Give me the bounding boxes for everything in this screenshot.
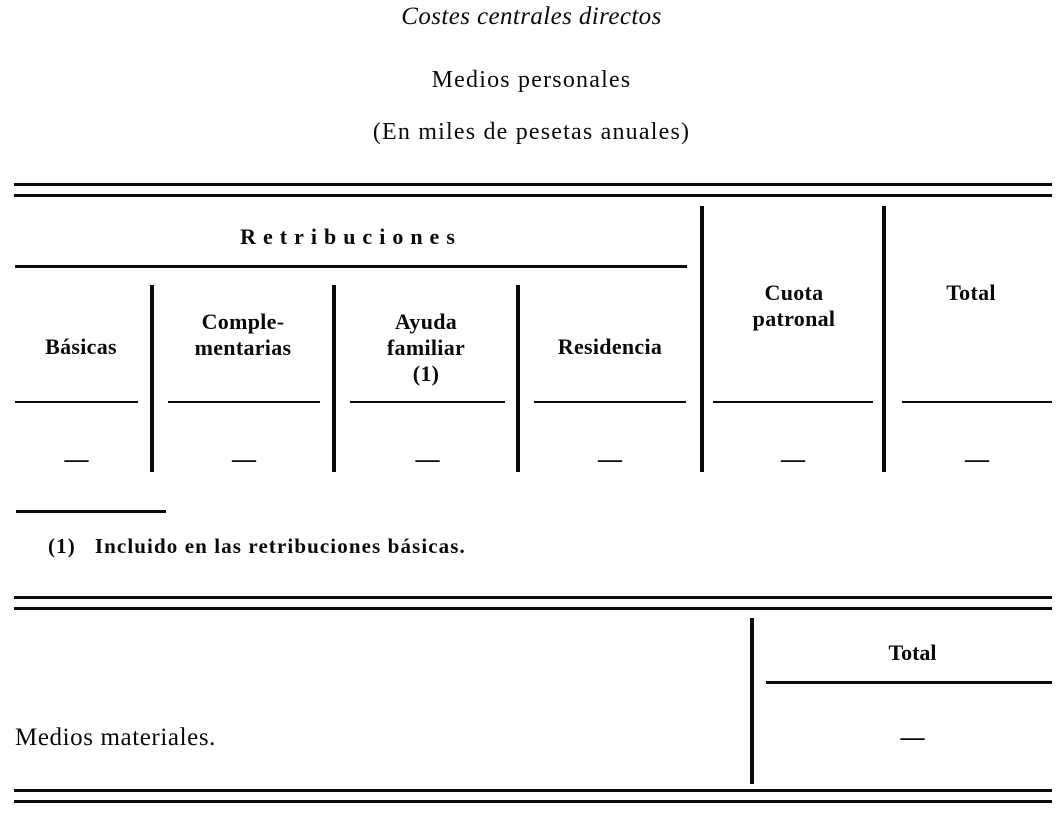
header-underline-cuota-patronal [713, 401, 873, 403]
header-underline-total [902, 401, 1052, 403]
material-cell-total: — [900, 725, 925, 751]
column-divider-3 [516, 285, 520, 472]
section-subtitle: Medios personales [431, 67, 632, 93]
cell-ayuda-familiar: — [415, 447, 440, 473]
header-underline-complementarias [168, 401, 320, 403]
column-header-basicas: Básicas [15, 334, 147, 360]
cell-basicas: — [64, 447, 89, 473]
material-row-label: Medios materiales. [15, 724, 217, 751]
column-header-residencia-label: Residencia [557, 334, 663, 359]
material-top-rule-outer [14, 596, 1052, 599]
column-divider-1 [150, 285, 154, 472]
column-header-complementarias-label: Comple- [201, 309, 285, 334]
cell-complementarias: — [232, 447, 256, 473]
table-medios-personales: Retribuciones Básicas Comple- mentarias … [14, 183, 1052, 559]
retribuciones-span-rule [15, 265, 687, 268]
material-bottom-rule-outer [14, 789, 1052, 792]
cell-residencia: — [598, 447, 622, 473]
column-divider-5 [882, 206, 886, 472]
footnote-1: (1) Incluido en las retribuciones básica… [48, 534, 466, 559]
column-header-cuota-patronal-label2: patronal [752, 306, 836, 331]
footnote-marker: (1) [48, 534, 76, 558]
header-underline-ayuda-familiar [350, 401, 505, 403]
units-note: (En miles de pesetas anuales) [372, 119, 691, 145]
table-row: — [350, 448, 505, 472]
cell-total: — [965, 447, 989, 473]
column-header-cuota-patronal-label: Cuota [764, 280, 824, 305]
column-header-complementarias-label2: mentarias [194, 335, 292, 360]
footnote-text: Incluido en las retribuciones básicas. [94, 534, 466, 558]
table-row: — [534, 448, 686, 472]
column-divider-2 [332, 285, 336, 472]
column-header-residencia: Residencia [524, 334, 696, 360]
header-underline-residencia [534, 401, 686, 403]
material-column-divider [750, 618, 754, 784]
material-column-header-total: Total [888, 640, 937, 665]
column-header-ayuda-familiar: Ayuda familiar (1) [340, 309, 512, 387]
material-header-underline-total [766, 681, 1052, 684]
document-header: Costes centrales directos Medios persona… [0, 0, 1063, 147]
table-top-rule-outer [14, 183, 1052, 186]
table-row: — [168, 448, 320, 472]
column-group-retribuciones: Retribuciones [240, 224, 462, 249]
column-header-complementarias: Comple- mentarias [158, 309, 328, 361]
header-underline-basicas [15, 401, 138, 403]
table-top-rule-inner [14, 194, 1052, 197]
column-header-ayuda-familiar-label2: familiar [386, 335, 466, 360]
page-title: Costes centrales directos [401, 3, 662, 30]
material-top-rule-inner [14, 607, 1052, 610]
table-row: — [713, 448, 873, 472]
material-bottom-rule-inner [14, 800, 1052, 803]
footnote-separator-rule [16, 510, 166, 513]
column-header-total-label: Total [946, 280, 996, 305]
column-header-total: Total [890, 280, 1052, 306]
column-divider-4 [700, 206, 704, 472]
table-row: — [15, 448, 138, 472]
cell-cuota-patronal: — [781, 447, 805, 473]
table-row: — [902, 448, 1052, 472]
column-header-basicas-label: Básicas [45, 334, 117, 359]
column-header-cuota-patronal: Cuota patronal [708, 280, 880, 332]
column-header-ayuda-familiar-label: Ayuda [394, 309, 458, 334]
column-header-ayuda-familiar-footnote-ref: (1) [412, 361, 440, 386]
